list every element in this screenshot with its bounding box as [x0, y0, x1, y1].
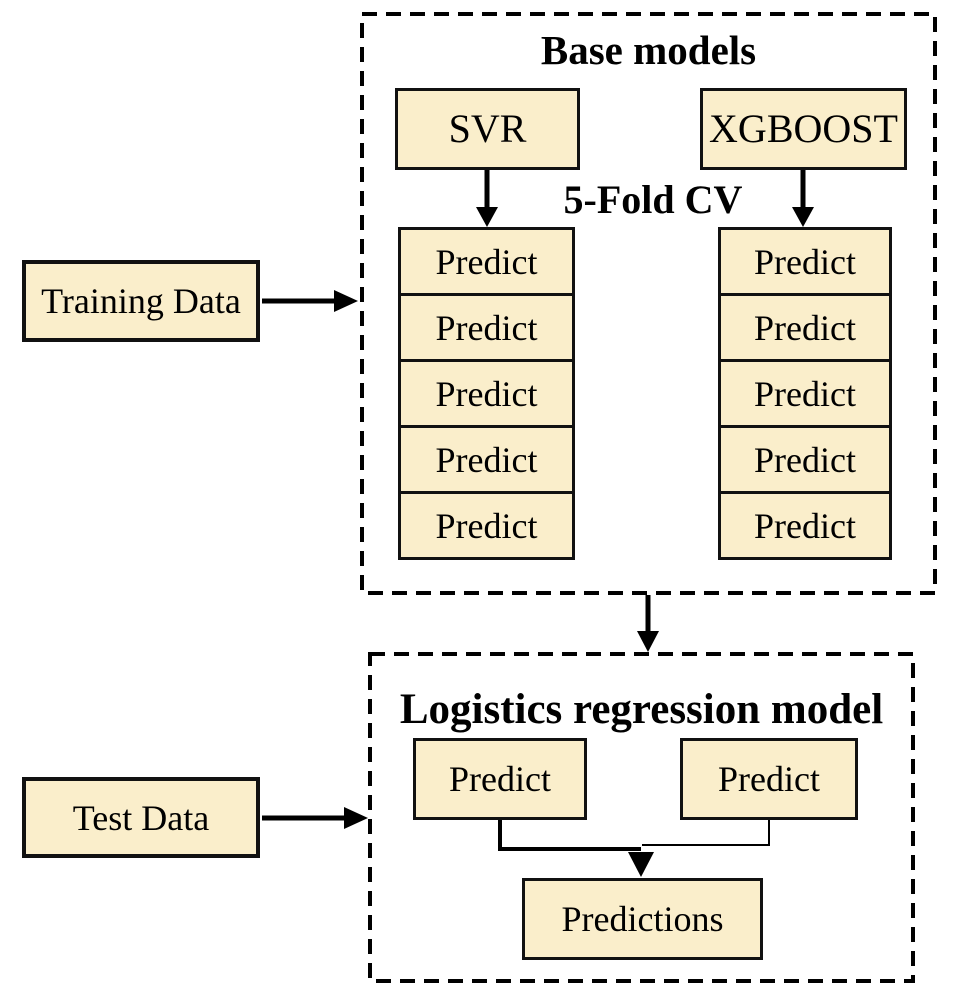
training-data-arrow — [262, 290, 358, 312]
test-data-label: Test Data — [72, 797, 210, 838]
predict-box: Predict — [718, 227, 892, 296]
meta-predict-box-right: Predict — [680, 738, 858, 820]
predict-label: Predict — [449, 759, 551, 799]
predictions-label: Predictions — [561, 899, 724, 939]
training-data-box: Training Data — [22, 260, 260, 342]
xgboost-arrow — [792, 170, 814, 227]
predictions-box: Predictions — [522, 878, 763, 960]
predict-merge-connector — [498, 820, 770, 877]
svr-label: SVR — [448, 106, 527, 151]
predict-label: Predict — [754, 439, 856, 480]
xgboost-predict-column: Predict Predict Predict Predict Predict — [718, 227, 892, 560]
predict-box: Predict — [398, 491, 575, 560]
svr-box: SVR — [395, 88, 580, 170]
predict-label: Predict — [435, 241, 538, 282]
predict-label: Predict — [435, 439, 538, 480]
predict-box: Predict — [398, 425, 575, 494]
predict-label: Predict — [435, 505, 538, 546]
predict-label: Predict — [754, 373, 856, 414]
meta-model-title: Logistics regression model — [399, 686, 884, 733]
predict-box: Predict — [718, 491, 892, 560]
predict-box: Predict — [398, 359, 575, 428]
meta-predict-box-left: Predict — [413, 738, 587, 820]
predict-box: Predict — [718, 425, 892, 494]
predict-box: Predict — [718, 359, 892, 428]
test-data-box: Test Data — [22, 777, 260, 858]
svr-predict-column: Predict Predict Predict Predict Predict — [398, 227, 575, 560]
xgboost-box: XGBOOST — [700, 88, 907, 170]
predict-box: Predict — [398, 227, 575, 296]
base-models-title: Base models — [540, 27, 757, 73]
base-to-meta-arrow — [637, 595, 659, 652]
predict-label: Predict — [754, 241, 856, 282]
predict-label: Predict — [754, 505, 856, 546]
cv-label: 5-Fold CV — [563, 177, 743, 222]
predict-label: Predict — [435, 307, 538, 348]
predict-label: Predict — [435, 373, 538, 414]
predict-label: Predict — [718, 759, 820, 799]
training-data-label: Training Data — [41, 281, 241, 321]
predict-box: Predict — [718, 293, 892, 362]
xgboost-label: XGBOOST — [709, 106, 898, 151]
svr-arrow — [476, 170, 498, 227]
predict-box: Predict — [398, 293, 575, 362]
test-data-arrow — [262, 807, 368, 829]
predict-label: Predict — [754, 307, 856, 348]
